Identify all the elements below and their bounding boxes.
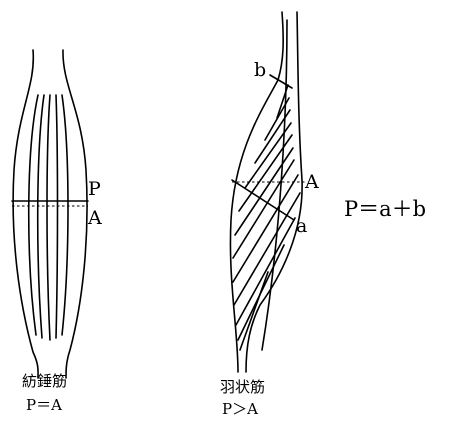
fusiform-caption-formula: P＝A <box>26 396 62 414</box>
pennate-label-a-upper: A <box>304 171 319 193</box>
fusiform-label-a: A <box>87 207 102 229</box>
pennate-cross-section-b <box>270 75 292 88</box>
fusiform-outline-left <box>13 50 38 378</box>
pennate-label-a-lower: a <box>296 215 307 237</box>
pennate-caption-name: 羽状筋 <box>220 378 265 396</box>
pennate-formula: P＝a＋b <box>344 197 426 221</box>
pennate-fiber <box>233 175 298 282</box>
fusiform-fiber <box>38 95 44 338</box>
pennate-label-b: b <box>254 59 266 81</box>
fusiform-outline-right <box>63 50 87 378</box>
fusiform-fiber <box>47 95 50 340</box>
pennate-caption-formula: P＞A <box>222 400 258 417</box>
fusiform-muscle: P A 紡錘筋 P＝A <box>12 50 102 414</box>
fusiform-fiber <box>56 95 58 338</box>
fusiform-caption-name: 紡錘筋 <box>22 372 67 390</box>
fusiform-label-p: P <box>88 178 101 200</box>
pennate-fiber <box>245 123 291 188</box>
fusiform-fiber <box>62 95 68 335</box>
pennate-cross-section-a <box>232 180 294 220</box>
pennate-fiber <box>236 218 295 325</box>
fusiform-fiber <box>29 95 38 335</box>
pennate-muscle: b A a 羽状筋 P＞A <box>220 12 319 417</box>
